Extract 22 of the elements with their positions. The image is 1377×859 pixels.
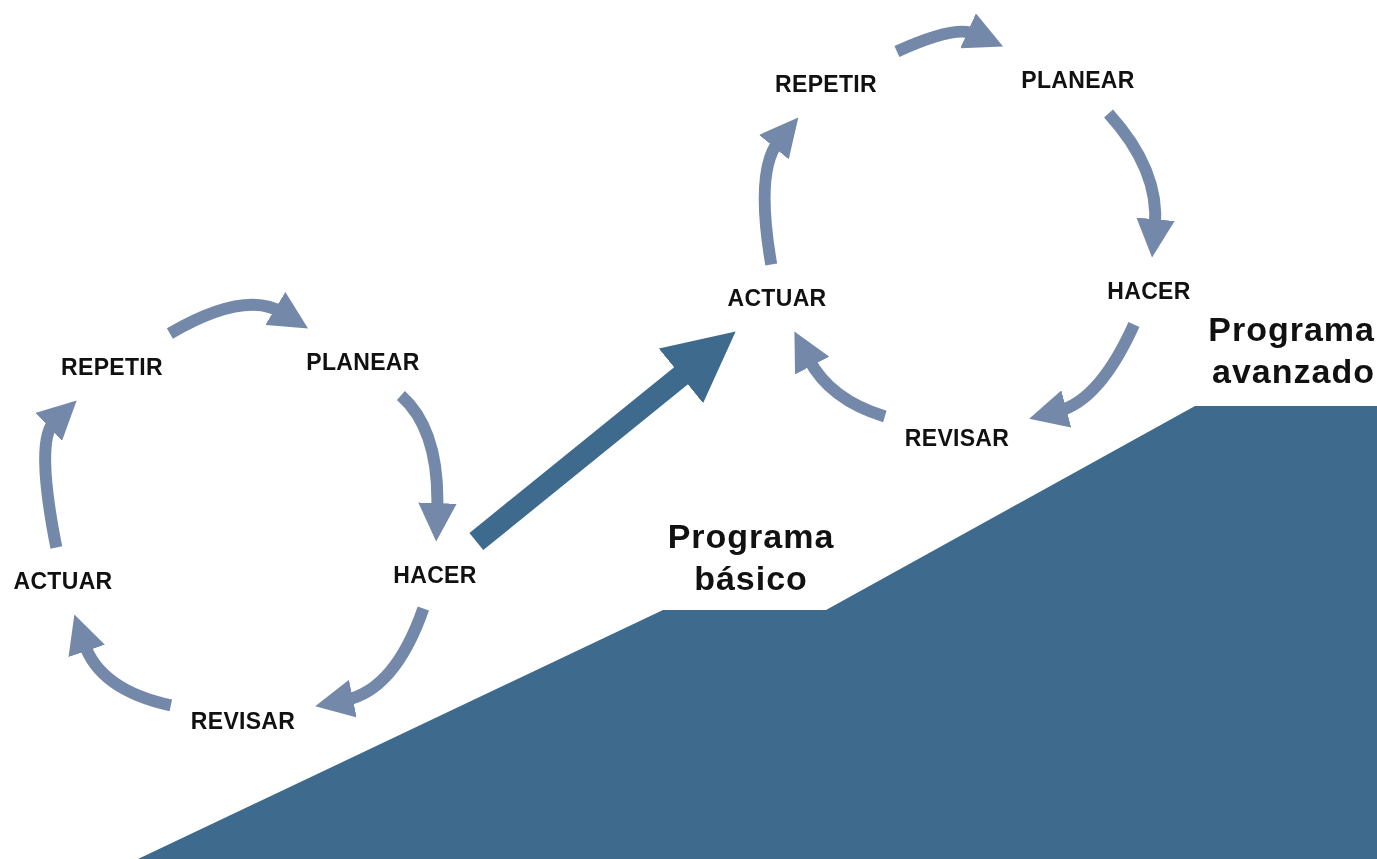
- step-label: PLANEAR: [1021, 66, 1135, 94]
- arrow: [894, 13, 1005, 58]
- arrow: [793, 332, 887, 423]
- step-label: REPETIR: [775, 70, 877, 98]
- level-label: Programa básico: [666, 516, 836, 599]
- arrow: [469, 331, 736, 551]
- step-label: HACER: [393, 561, 477, 589]
- level-label: Programa avanzado: [1207, 309, 1375, 392]
- step-label: REPETIR: [61, 353, 163, 381]
- step-label: ACTUAR: [13, 567, 113, 595]
- step-label: HACER: [1107, 277, 1191, 305]
- arrow: [166, 291, 310, 339]
- arrow: [396, 391, 457, 542]
- step-label: ACTUAR: [727, 284, 827, 312]
- arrow: [315, 606, 429, 717]
- step-label: REVISAR: [904, 424, 1010, 452]
- step-label: REVISAR: [190, 707, 296, 735]
- arrow: [1029, 321, 1140, 427]
- arrow: [758, 116, 797, 266]
- arrow: [1104, 109, 1175, 258]
- arrow: [69, 615, 173, 712]
- step-label: PLANEAR: [306, 348, 420, 376]
